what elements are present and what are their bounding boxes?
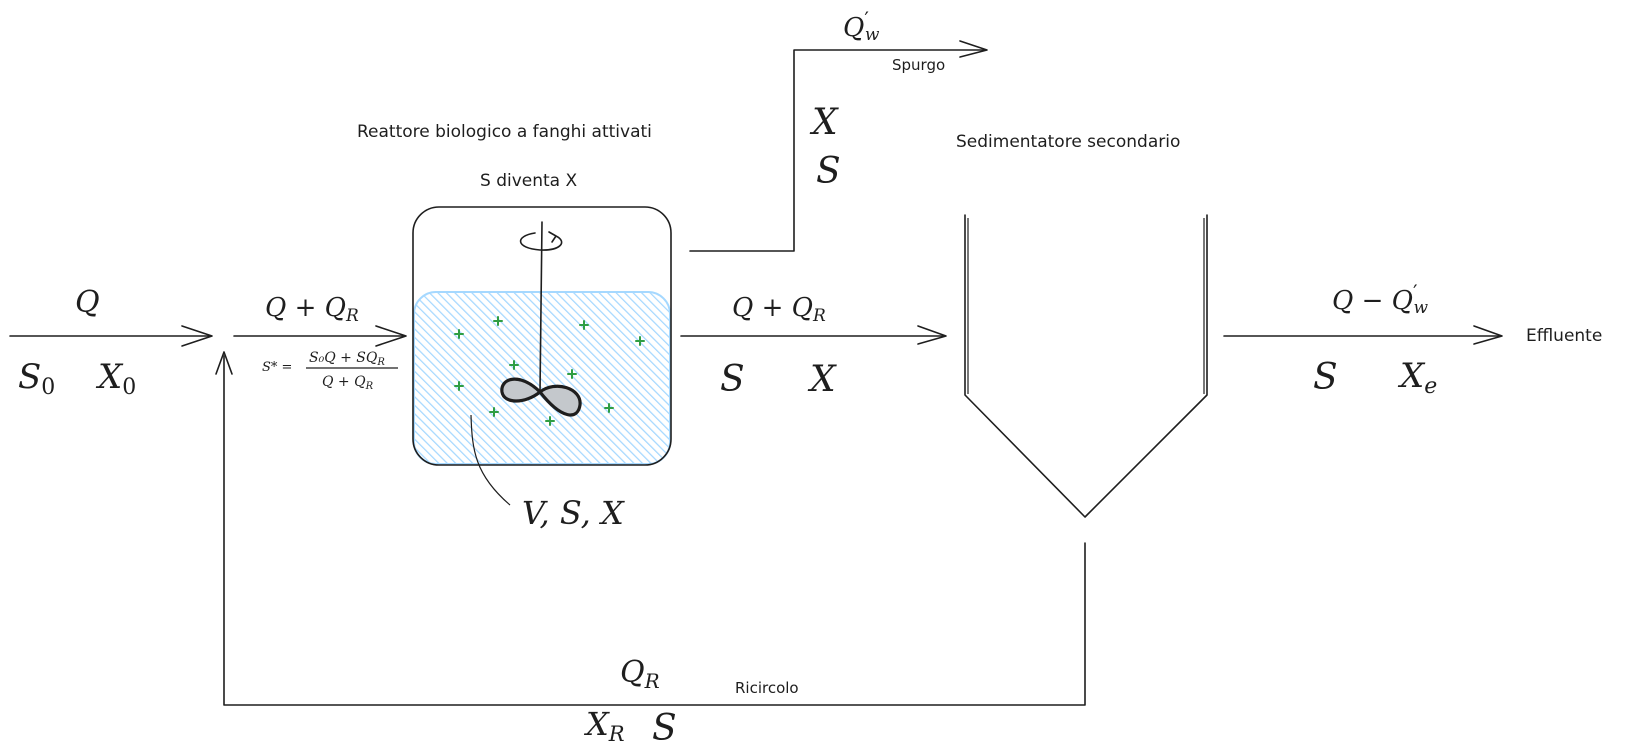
particle-plus-icon [567, 369, 577, 379]
reactor-outlet-stream: Q + QR S X [680, 293, 947, 400]
settler-title: Sedimentatore secondario [956, 132, 1180, 152]
purge-biomass-label: X [809, 102, 839, 143]
reactor-inlet-stream: Q + QR S* = S₀Q + SQR Q + QR [233, 293, 407, 392]
particle-plus-icon [545, 416, 555, 426]
reactor-tank [412, 206, 672, 466]
effluent-stream: Q − Q′w Effluente S Xe [1223, 280, 1602, 399]
mixing-equation-denominator: Q + QR [322, 374, 374, 392]
particle-plus-icon [635, 336, 645, 346]
purge-stream: Q′w Spurgo X S [689, 7, 988, 252]
particle-plus-icon [454, 381, 464, 391]
particle-plus-icon [509, 360, 519, 370]
recycle-title: Ricircolo [735, 679, 799, 697]
purge-substrate-label: S [816, 151, 841, 192]
influent-arrow-head [181, 325, 213, 347]
recycle-biomass-label: XR [583, 705, 625, 746]
influent-substrate-label: S0 [18, 357, 55, 400]
effluent-flow-label: Q − Q′w [1332, 280, 1429, 318]
particle-plus-icon [579, 320, 589, 330]
particle-plus-icon [604, 403, 614, 413]
settler-tank [964, 214, 1208, 518]
inlet-arrow-head [375, 325, 407, 347]
rotation-icon [519, 231, 563, 251]
recycle-substrate-label: S [652, 708, 677, 749]
reactor-note: S diventa X [480, 171, 577, 191]
purge-title: Spurgo [892, 56, 945, 74]
recycle-stream: QR Ricircolo XR S [215, 351, 1086, 749]
reactor-label-leader [470, 414, 511, 506]
effluent-title: Effluente [1526, 326, 1602, 346]
reactor-title: Reattore biologico a fanghi attivati [357, 122, 652, 142]
outlet-substrate-label: S [720, 359, 745, 400]
influent-flow-label: Q [75, 285, 100, 320]
reactor-variables-label: V, S, X [522, 494, 625, 532]
inlet-flow-label: Q + QR [265, 293, 359, 326]
outlet-biomass-label: X [807, 359, 837, 400]
particle-plus-icon [454, 329, 464, 339]
effluent-arrow-head [1473, 325, 1503, 345]
reactor-liquid [413, 291, 671, 465]
recycle-flow-label: QR [620, 655, 660, 693]
recycle-arrow-head [215, 351, 233, 375]
effluent-substrate-label: S [1313, 357, 1338, 398]
reactor: Reattore biologico a fanghi attivati S d… [357, 122, 672, 532]
effluent-biomass-label: Xe [1397, 356, 1437, 399]
outlet-flow-label: Q + QR [732, 293, 826, 326]
purge-line [689, 49, 986, 252]
outlet-arrow-head [917, 325, 947, 345]
secondary-settler: Sedimentatore secondario [956, 132, 1208, 518]
mixing-equation-lhs: S* = [262, 360, 292, 375]
influent-biomass-label: X0 [95, 357, 136, 400]
particle-plus-icon [489, 407, 499, 417]
purge-arrow-head [959, 40, 988, 58]
purge-flow-label: Q′w [843, 7, 880, 45]
impeller-icon [500, 377, 582, 417]
recycle-line [223, 355, 1086, 706]
microorganism-particles [454, 316, 645, 426]
particle-plus-icon [493, 316, 503, 326]
mixing-equation-numerator: S₀Q + SQR [309, 350, 385, 368]
influent-stream: Q S0 X0 [9, 285, 213, 400]
